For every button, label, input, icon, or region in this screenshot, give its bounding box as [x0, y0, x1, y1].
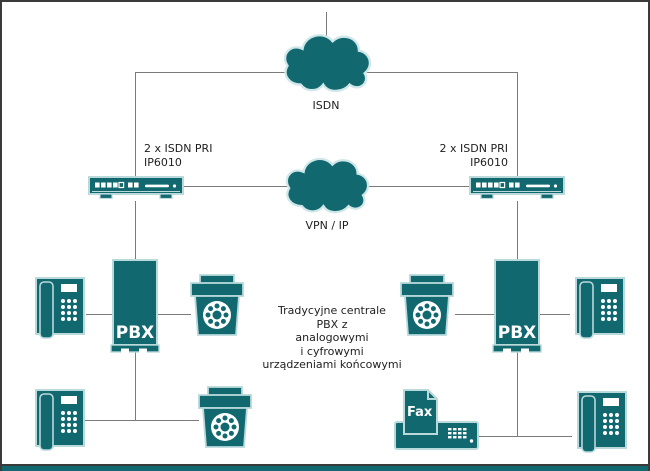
left-gateway: [88, 176, 184, 202]
fax-label: Fax: [407, 405, 433, 420]
left-bottom-phone: [28, 386, 88, 454]
connector-right-isdn-drop: [517, 72, 518, 178]
fax-icon: Fax: [394, 389, 479, 450]
rotary-phone-icon: [400, 274, 454, 336]
center-caption: Tradycyjne centrale PBX z analogowymi i …: [254, 304, 410, 372]
left-gateway-label-line2: IP6010: [144, 156, 182, 169]
connector-right-rotary-pbx: [455, 314, 494, 315]
vpn-cloud-label: VPN / IP: [305, 219, 349, 232]
connector-left-bottom-row: [85, 420, 199, 421]
pbx-icon: PBX: [492, 259, 542, 354]
right-gateway-label-line1: 2 x ISDN PRI: [439, 142, 508, 155]
left-top-phone: [28, 274, 88, 342]
connector-right-gw-to-pbx: [517, 201, 518, 260]
connector-right-bottom-row: [476, 436, 572, 437]
left-bottom-rotary-phone: [197, 386, 253, 450]
right-mid-rotary-phone: [399, 274, 455, 338]
cloud-icon: [283, 34, 372, 93]
caption-line-5: urządzeniami końcowymi: [262, 358, 402, 371]
desk-phone-icon: [577, 391, 627, 453]
desk-phone-icon: [35, 277, 85, 339]
bottom-border-line: [2, 464, 648, 466]
caption-line-3: analogowymi: [295, 331, 369, 344]
caption-line-1: Tradycyjne centrale: [278, 304, 386, 317]
cloud-icon: [285, 157, 370, 214]
gateway-icon: [469, 176, 565, 200]
caption-line-2: PBX z: [316, 317, 348, 331]
desk-phone-icon: [575, 277, 625, 339]
right-gateway-label-line2: IP6010: [470, 156, 508, 169]
connector-right-pbx-phone: [539, 314, 570, 315]
desk-phone-icon: [35, 389, 85, 451]
left-gateway-label-line1: 2 x ISDN PRI: [144, 142, 213, 155]
right-gateway: [469, 176, 565, 202]
rotary-phone-icon: [190, 274, 244, 336]
caption-line-4: i cyfrowymi: [300, 344, 364, 358]
fax-machine: Fax: [394, 388, 480, 452]
connector-left-gw-to-pbx: [135, 201, 136, 260]
bottom-teal-bar: [2, 466, 648, 471]
right-bottom-phone: [570, 388, 630, 456]
left-top-rotary-phone: [189, 274, 245, 338]
connector-left-pbx-rotary: [156, 314, 191, 315]
right-gateway-label: 2 x ISDN PRI IP6010: [388, 142, 508, 170]
left-pbx: PBX: [110, 259, 160, 355]
connector-right-pbx-down: [517, 352, 518, 436]
gateway-icon: [88, 176, 184, 200]
right-pbx: PBX: [492, 259, 542, 355]
vpn-cloud: [282, 153, 372, 216]
connector-left-phone-pbx: [86, 314, 113, 315]
isdn-cloud: [280, 29, 374, 95]
connector-left-pbx-down: [135, 352, 136, 420]
connector-isdn-uplink: [326, 12, 327, 36]
pbx-icon: PBX: [110, 259, 160, 354]
rotary-phone-icon: [198, 386, 252, 448]
pbx-label: PBX: [116, 323, 155, 343]
right-mid-phone: [568, 274, 628, 342]
pbx-label: PBX: [498, 323, 537, 343]
isdn-cloud-label: ISDN: [312, 99, 340, 112]
left-gateway-label: 2 x ISDN PRI IP6010: [144, 142, 212, 170]
connector-left-isdn-drop: [135, 72, 136, 178]
